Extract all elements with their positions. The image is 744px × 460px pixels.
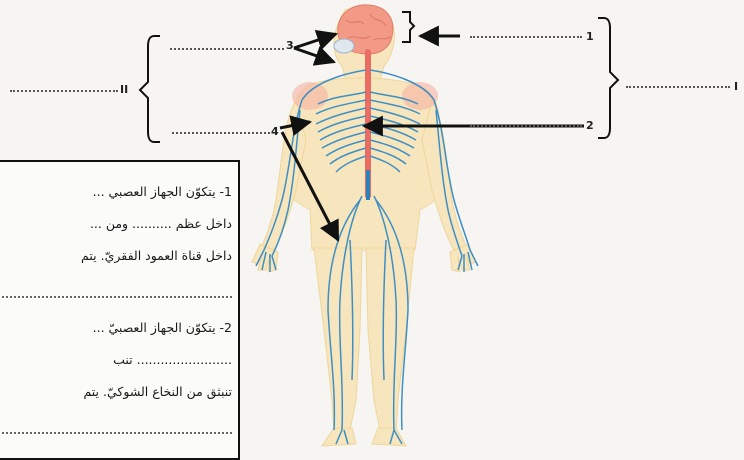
answer-line-q1[interactable]	[2, 296, 232, 298]
body-silhouette	[252, 7, 476, 446]
answer-line-q2[interactable]	[2, 432, 232, 434]
arrow-3a	[294, 34, 336, 48]
label-1: 1	[586, 31, 594, 42]
question-1-line-3: داخل قناة العمود الفقريّ. يتم	[81, 250, 232, 263]
label-4: 4	[271, 126, 279, 137]
answer-line-1[interactable]	[470, 36, 582, 38]
question-2-line-3: تنبثق من النخاع الشوكيّ. يتم	[83, 386, 232, 399]
answer-line-II[interactable]	[10, 90, 118, 92]
shoulder-glow	[292, 82, 328, 110]
bracket-II	[140, 36, 160, 142]
answer-line-3[interactable]	[170, 48, 284, 50]
label-3: 3	[286, 40, 294, 51]
question-2-line-2: ........................ تنب	[113, 354, 232, 367]
answer-line-4[interactable]	[172, 132, 270, 134]
question-1-line-2: داخل عظم .......... ومن ...	[90, 218, 232, 231]
label-II: II	[120, 84, 128, 95]
arrow-3b	[294, 48, 334, 62]
answer-line-I[interactable]	[626, 86, 730, 88]
bracket-I	[598, 18, 618, 138]
label-I: I	[734, 81, 738, 92]
questions-box: 1- يتكوّن الجهاز العصبي ... داخل عظم ...…	[0, 160, 240, 460]
label-2: 2	[586, 120, 594, 131]
question-2-line-1: 2- يتكوّن الجهاز العصبيّ ...	[93, 322, 232, 335]
bracket-1	[402, 12, 414, 42]
answer-line-2[interactable]	[470, 125, 582, 127]
question-1-line-1: 1- يتكوّن الجهاز العصبي ...	[93, 186, 232, 199]
cerebellum-shape	[334, 39, 354, 53]
